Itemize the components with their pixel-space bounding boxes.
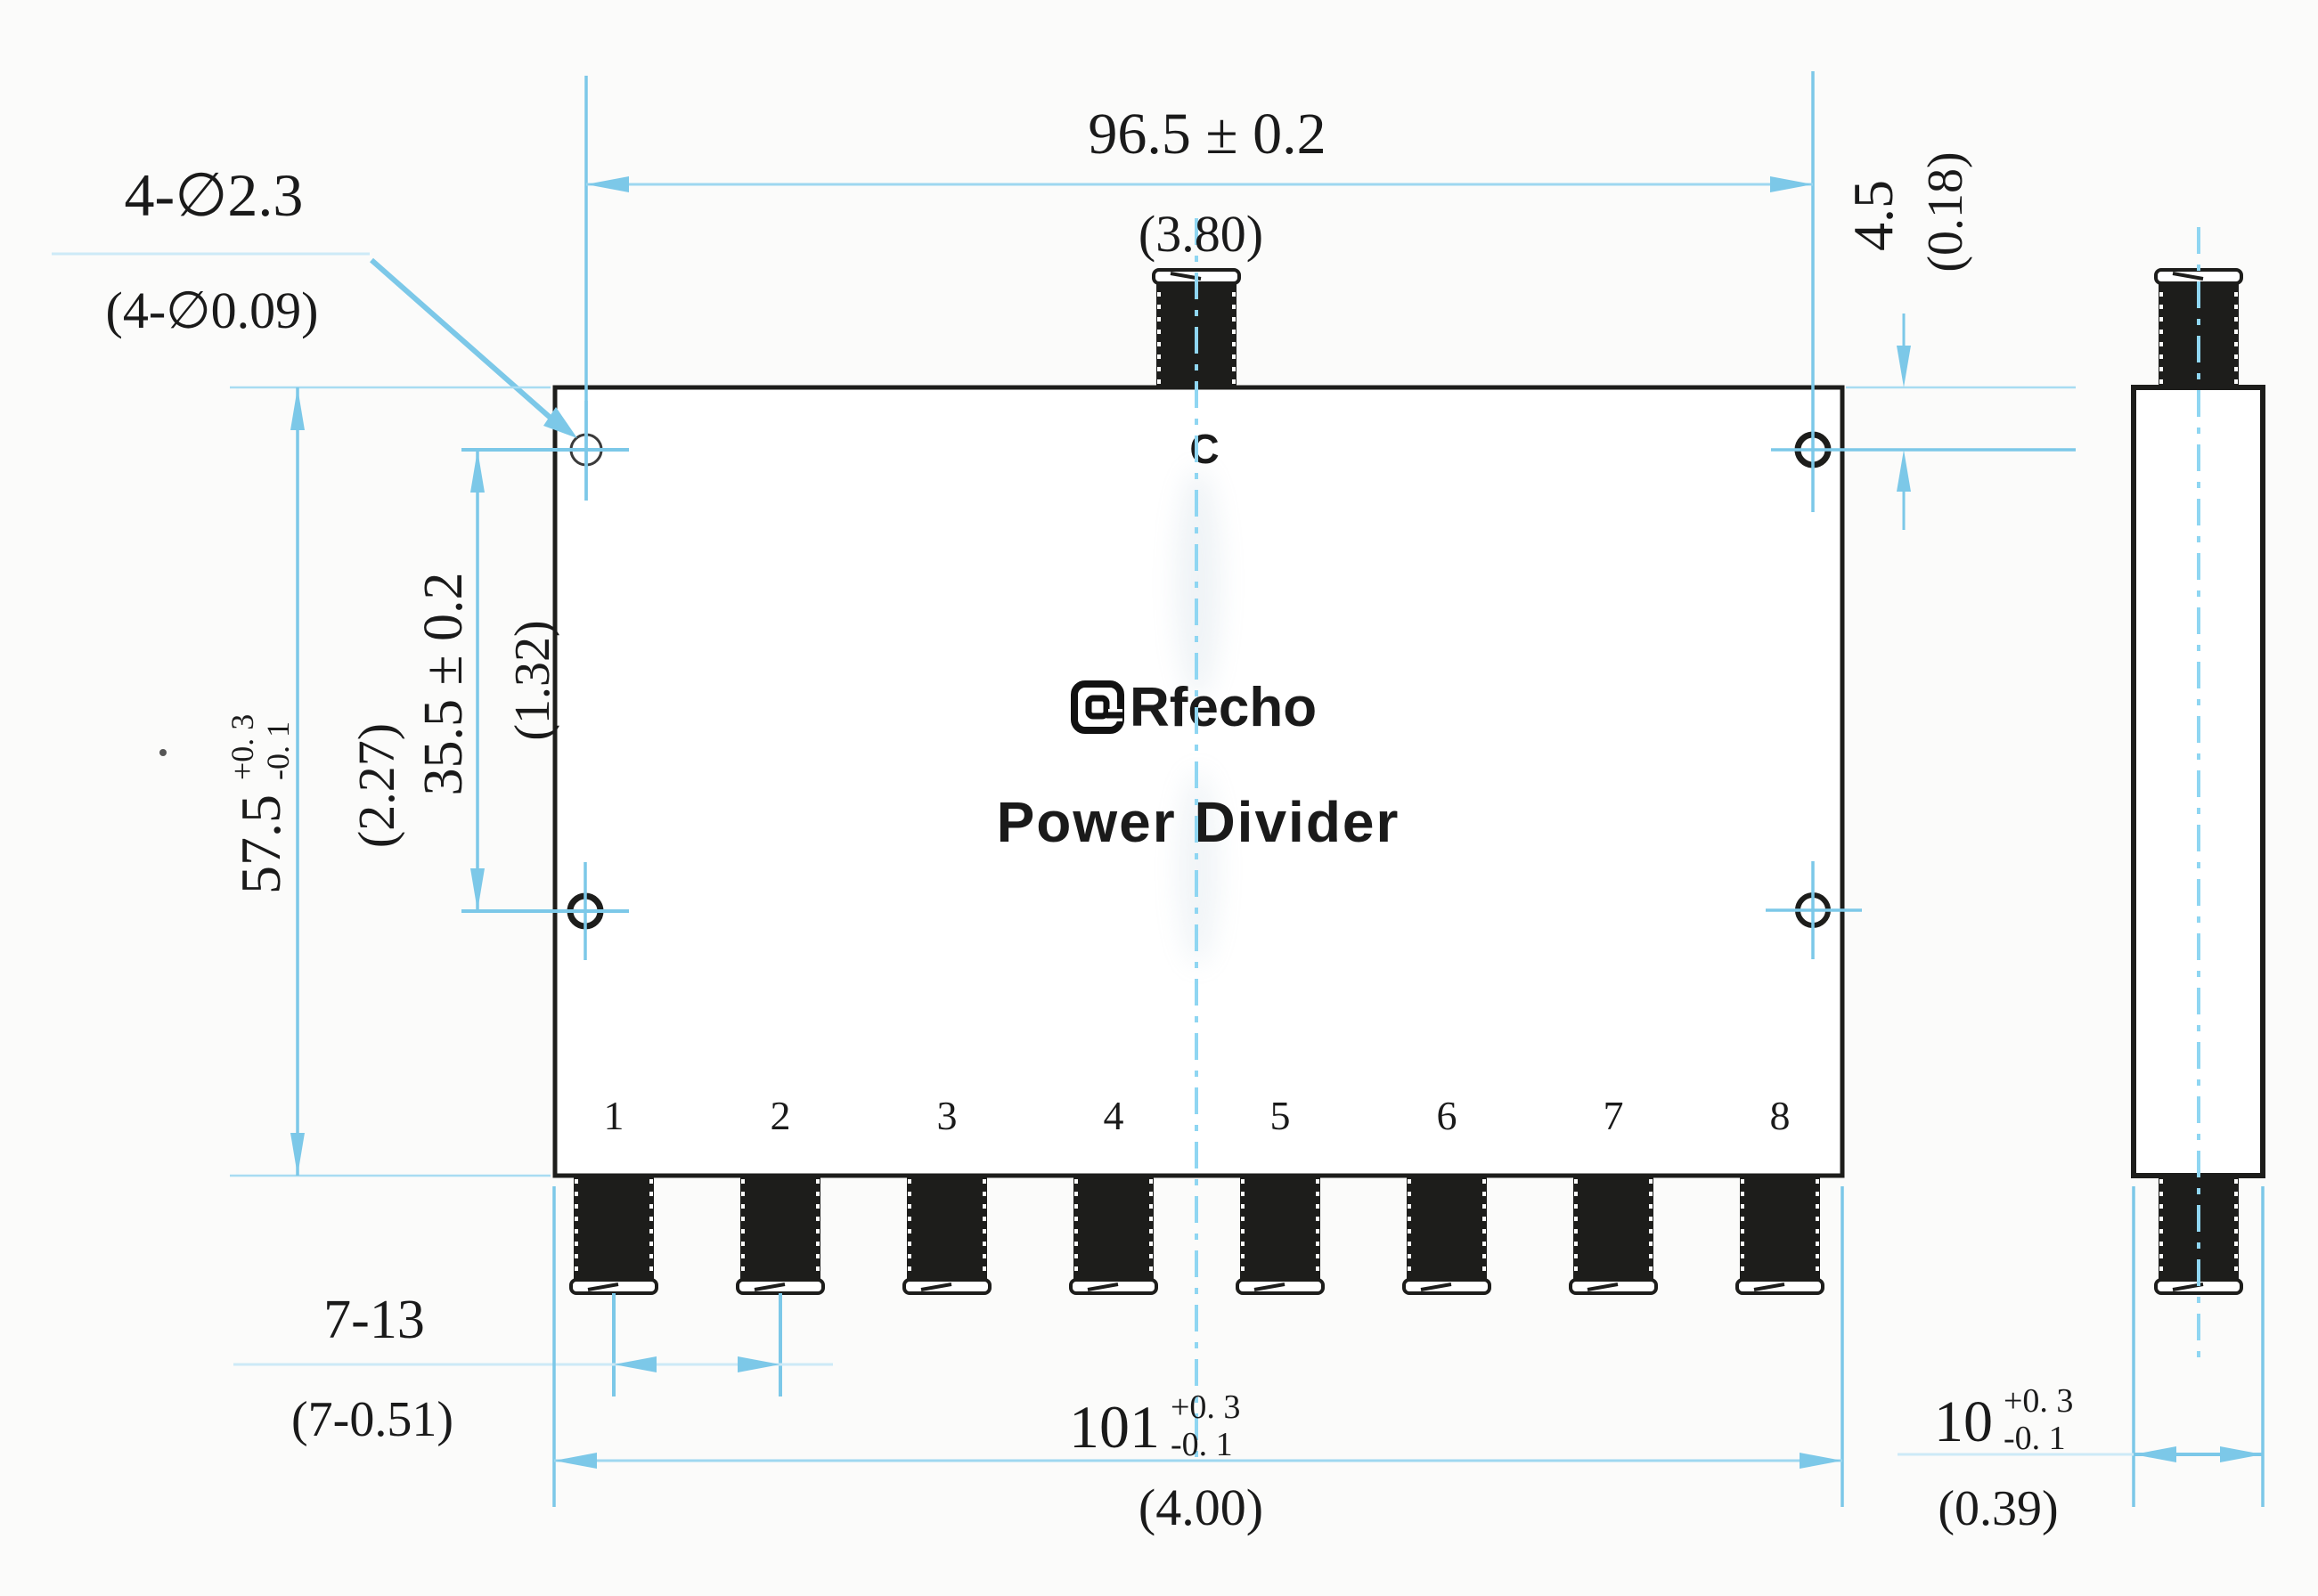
side-depth-tol-plus: +0. 3 [2004, 1382, 2073, 1420]
left-height-mm: 57.5 [229, 794, 292, 894]
port-label-2: 2 [771, 1093, 791, 1138]
overall-width-tol-plus: +0. 3 [1171, 1388, 1240, 1426]
port-7-connector [1569, 1174, 1658, 1295]
left-height-tol-minus: -0. 1 [260, 721, 296, 780]
side-view [2131, 227, 2265, 1358]
overall-width-tol-minus: -0. 1 [1171, 1426, 1233, 1463]
port-6-connector [1402, 1174, 1491, 1295]
port-3-connector [902, 1174, 992, 1295]
hole-spacing-mm: 35.5 ± 0.2 [413, 572, 474, 795]
port-pitch-mm: 7-13 [323, 1290, 425, 1350]
hole-crosshairs-right [1766, 861, 1862, 959]
callout-leader-arrow [543, 407, 577, 438]
scan-artifact [1177, 770, 1220, 966]
port-label-5: 5 [1270, 1093, 1291, 1138]
port-label-8: 8 [1770, 1093, 1791, 1138]
dim-overall-width: 101 +0. 3 -0. 1 (4.00) [552, 1186, 1844, 1536]
port-label-4: 4 [1104, 1093, 1124, 1138]
port-4-connector [1069, 1174, 1158, 1295]
left-height-inch: (2.27) [347, 723, 405, 848]
port-8-connector [1735, 1174, 1824, 1295]
side-depth-tol-minus: -0. 1 [2004, 1420, 2066, 1457]
port-1-connector [569, 1174, 658, 1295]
side-depth-mm: 10 [1934, 1389, 1993, 1454]
port-labels: 1 2 3 4 5 6 7 8 [604, 1093, 1791, 1138]
port-label-7: 7 [1604, 1093, 1624, 1138]
hole-spacing-inch: (1.32) [505, 620, 560, 740]
port-label-1: 1 [604, 1093, 624, 1138]
port-5-connector [1236, 1174, 1325, 1295]
callout-leader-line [370, 257, 561, 428]
dim-left-height: 57.5 +0. 3 -0. 1 (2.27) [224, 386, 551, 1177]
dim-port-pitch: 7-13 (7-0.51) [233, 1290, 833, 1447]
port-pitch-inch: (7-0.51) [291, 1392, 453, 1447]
hole-callout-inch: (4-∅0.09) [106, 281, 319, 339]
side-depth-inch: (0.39) [1938, 1481, 2058, 1536]
brand-logo: Rfecho [1071, 677, 1317, 738]
hole-offset-inch: (0.18) [1918, 151, 1973, 272]
left-height-tol-plus: +0. 3 [224, 714, 260, 780]
scan-speck [159, 749, 167, 756]
overall-width-mm: 101 [1069, 1393, 1160, 1461]
dim-hole-offset-top: 4.5 (0.18) [1771, 151, 2076, 530]
front-view: 1 2 3 4 5 6 7 8 C Rfecho Power Divider [552, 218, 1845, 1461]
brand-name: Rfecho [1130, 677, 1317, 738]
hole-offset-mm: 4.5 [1841, 180, 1905, 251]
dim-hole-callout: 4-∅2.3 (4-∅0.09) [52, 161, 577, 438]
dim-hole-spacing-vertical: 35.5 ± 0.2 (1.32) [413, 401, 629, 960]
port-label-6: 6 [1437, 1093, 1457, 1138]
hole-callout-mm: 4-∅2.3 [125, 161, 304, 229]
port-2-connector [736, 1174, 825, 1295]
dim-top-width: 96.5 ± 0.2 (3.80) [584, 71, 1815, 512]
input-port-label: C [1189, 426, 1219, 472]
top-width-mm: 96.5 ± 0.2 [1088, 102, 1326, 167]
dim-side-depth: 10 +0. 3 -0. 1 (0.39) [1898, 1186, 2265, 1536]
port-label-3: 3 [937, 1093, 958, 1138]
top-width-inch: (3.80) [1139, 205, 1263, 263]
rfecho-logo-icon [1071, 680, 1124, 734]
overall-width-inch: (4.00) [1139, 1478, 1263, 1536]
